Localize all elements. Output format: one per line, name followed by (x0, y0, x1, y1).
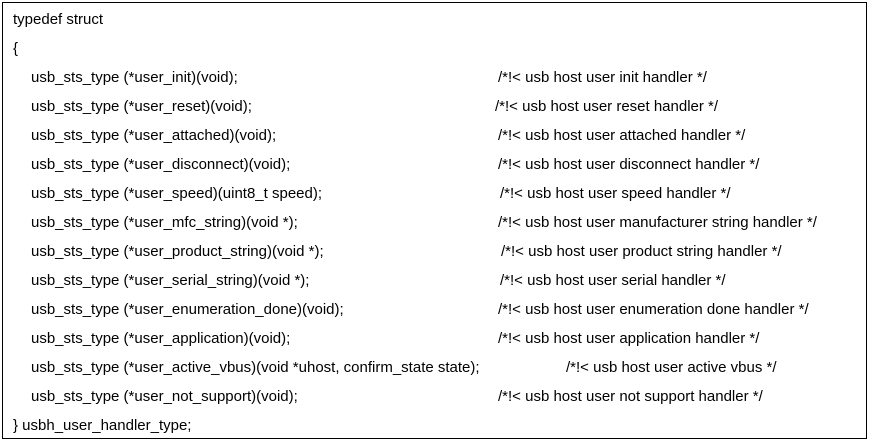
member-comment-user-not-support: /*!< usb host user not support handler *… (498, 388, 763, 405)
member-decl-user-application: usb_sts_type (*user_application)(void); (31, 330, 291, 347)
member-comment-user-application: /*!< usb host user application handler *… (498, 330, 760, 347)
open-brace: { (13, 40, 19, 57)
member-comment-user-enumeration-done: /*!< usb host user enumeration done hand… (498, 301, 809, 318)
member-decl-user-enumeration-done: usb_sts_type (*user_enumeration_done)(vo… (31, 301, 344, 318)
closing-typedef-line: } usbh_user_handler_type; (13, 417, 192, 434)
member-comment-user-init: /*!< usb host user init handler */ (498, 69, 707, 86)
member-comment-user-serial-string: /*!< usb host user serial handler */ (500, 272, 726, 289)
member-decl-user-active-vbus: usb_sts_type (*user_active_vbus)(void *u… (31, 359, 480, 376)
member-comment-user-active-vbus: /*!< usb host user active vbus */ (566, 359, 777, 376)
member-comment-user-product-string: /*!< usb host user product string handle… (501, 243, 782, 260)
member-decl-user-disconnect: usb_sts_type (*user_disconnect)(void); (31, 156, 291, 173)
member-comment-user-disconnect: /*!< usb host user disconnect handler */ (498, 156, 760, 173)
member-decl-user-not-support: usb_sts_type (*user_not_support)(void); (31, 388, 298, 405)
member-decl-user-mfc-string: usb_sts_type (*user_mfc_string)(void *); (31, 214, 298, 231)
member-comment-user-attached: /*!< usb host user attached handler */ (498, 127, 746, 144)
member-decl-user-speed: usb_sts_type (*user_speed)(uint8_t speed… (31, 185, 323, 202)
member-comment-user-mfc-string: /*!< usb host user manufacturer string h… (498, 214, 817, 231)
member-comment-user-reset: /*!< usb host user reset handler */ (495, 98, 719, 115)
code-listing-box: typedef struct { usb_sts_type (*user_ini… (2, 2, 867, 439)
member-decl-user-serial-string: usb_sts_type (*user_serial_string)(void … (31, 272, 310, 289)
typedef-line: typedef struct (13, 11, 104, 28)
member-decl-user-product-string: usb_sts_type (*user_product_string)(void… (31, 243, 324, 260)
member-decl-user-init: usb_sts_type (*user_init)(void); (31, 69, 238, 86)
member-decl-user-attached: usb_sts_type (*user_attached)(void); (31, 127, 277, 144)
member-decl-user-reset: usb_sts_type (*user_reset)(void); (31, 98, 252, 115)
member-comment-user-speed: /*!< usb host user speed handler */ (500, 185, 731, 202)
